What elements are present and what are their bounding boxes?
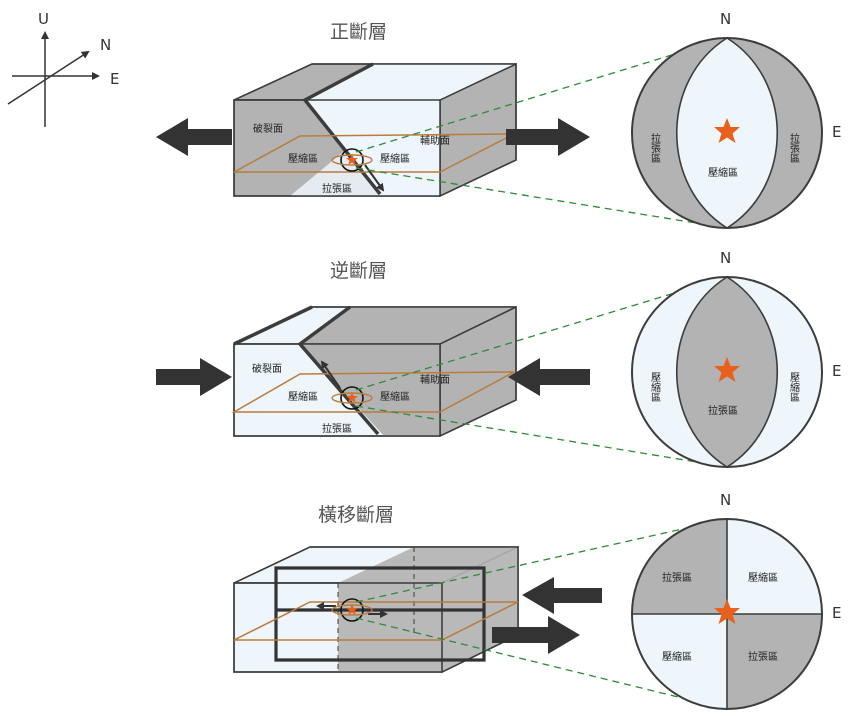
strike-slip-fault-title: 橫移斷層 <box>318 504 394 526</box>
reverse-tension-label: 拉張區 <box>322 422 352 435</box>
reverse-fault-title: 逆斷層 <box>330 260 387 282</box>
axis-legend: U N E <box>7 10 119 127</box>
normal-ball-east-label: E <box>832 123 841 141</box>
normal-right-arrow <box>506 118 590 156</box>
strike-slip-ball-top-right-label: 壓縮區 <box>748 571 778 584</box>
reverse-left-arrow <box>156 358 232 396</box>
strike-slip-ball-east-label: E <box>832 604 841 622</box>
normal-ball-left-label: 拉張區 <box>649 132 661 163</box>
normal-fault-group: 正斷層 破裂面 輔助面 壓縮區 壓縮區 拉張區 <box>156 10 841 229</box>
reverse-ball-right-label: 壓縮區 <box>788 372 800 402</box>
normal-aux-plane-label: 輔助面 <box>420 134 450 147</box>
normal-left-arrow <box>156 118 232 156</box>
reverse-ball-north-label: N <box>720 249 731 267</box>
reverse-fault-plane-label: 破裂面 <box>252 362 282 375</box>
reverse-compression-right-label: 壓縮區 <box>380 390 410 403</box>
axis-label-up: U <box>38 10 49 28</box>
reverse-ball-east-label: E <box>832 362 841 380</box>
reverse-beach-ball: 拉張區 壓縮區 壓縮區 N E <box>631 249 841 468</box>
strike-slip-ball-bottom-left-label: 壓縮區 <box>662 650 692 663</box>
axis-label-east: E <box>110 70 119 88</box>
reverse-aux-plane-label: 輔助面 <box>420 373 450 386</box>
normal-fault-title: 正斷層 <box>330 21 387 43</box>
strike-slip-ball-bottom-right-label: 拉張區 <box>748 650 778 663</box>
normal-ball-right-label: 拉張區 <box>788 132 800 163</box>
strike-slip-fault-group: 橫移斷層 拉張區 壓縮區 壓縮區 <box>233 491 841 710</box>
reverse-ball-left-label: 壓縮區 <box>649 372 661 402</box>
normal-compression-right-label: 壓縮區 <box>380 152 410 165</box>
axis-label-north: N <box>100 36 111 54</box>
normal-beach-ball: 壓縮區 拉張區 拉張區 N E <box>631 10 841 229</box>
normal-tension-label: 拉張區 <box>322 182 352 195</box>
reverse-fault-group: 逆斷層 破裂面 輔助面 壓縮區 壓縮區 拉張區 拉張區 壓縮區 <box>156 249 841 468</box>
reverse-right-arrow <box>508 358 590 396</box>
normal-ball-north-label: N <box>720 10 731 28</box>
normal-compression-left-label: 壓縮區 <box>288 152 318 165</box>
strike-slip-ball-top-left-label: 拉張區 <box>662 571 692 584</box>
strike-slip-lower-arrow <box>492 616 580 654</box>
strike-slip-ball-north-label: N <box>720 491 731 509</box>
strike-slip-beach-ball: 拉張區 壓縮區 壓縮區 拉張區 N E <box>631 491 841 710</box>
normal-ball-center-label: 壓縮區 <box>708 166 738 179</box>
normal-fault-plane-label: 破裂面 <box>253 122 283 135</box>
reverse-ball-center-label: 拉張區 <box>708 404 738 417</box>
reverse-compression-left-label: 壓縮區 <box>288 390 318 403</box>
strike-slip-upper-arrow <box>522 577 602 614</box>
